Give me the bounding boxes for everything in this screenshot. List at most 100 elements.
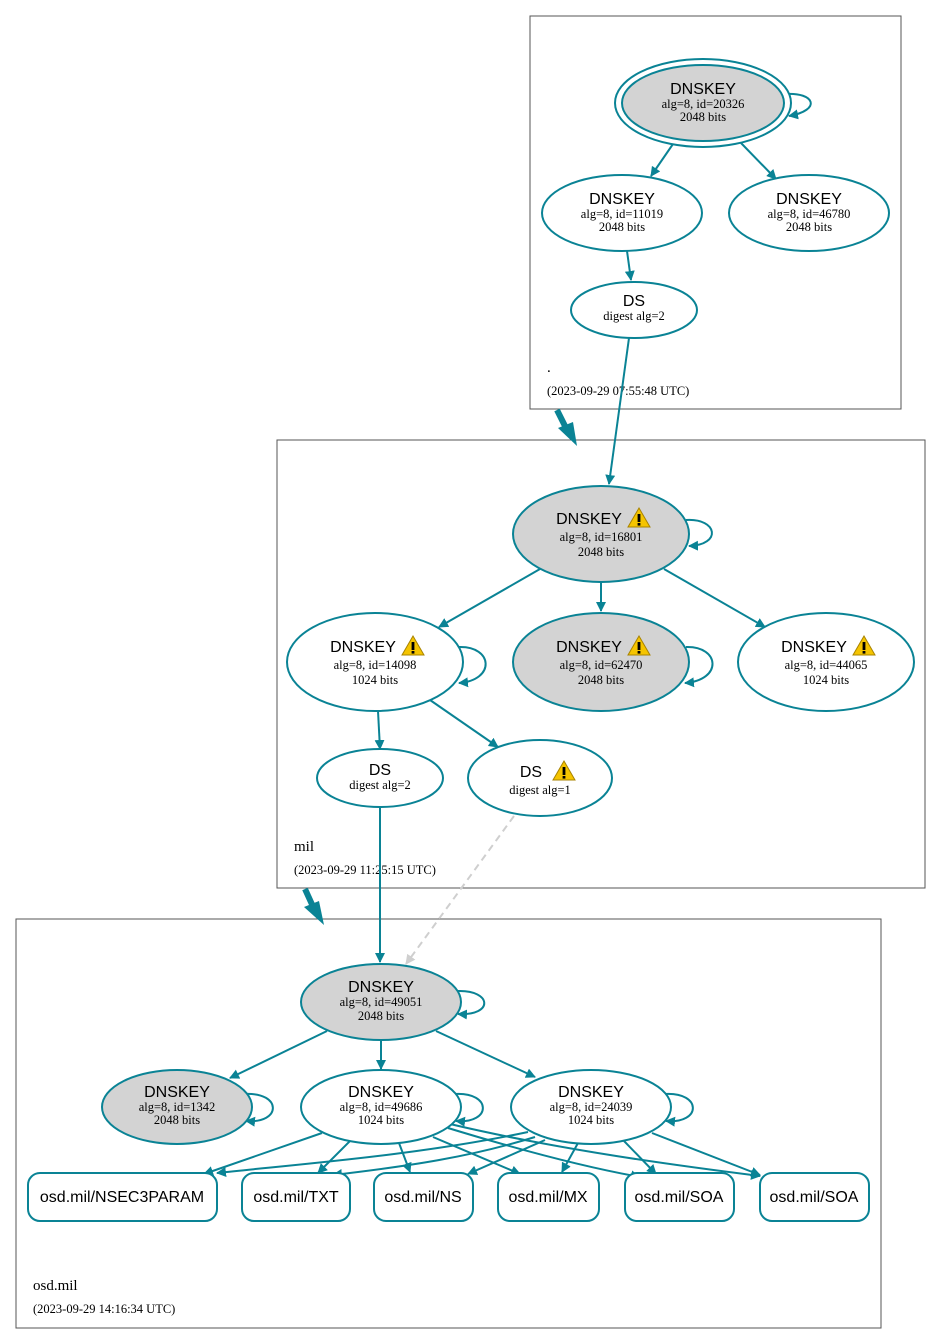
self-edge-mil-zsk1 [458,645,487,688]
node-title: DNSKEY [330,639,396,656]
edge-osd-zsk2-soa1 [623,1140,657,1175]
rrset-osd-mx[interactable]: osd.mil/MX [497,1172,600,1222]
node-key-size: 1024 bits [568,1113,614,1127]
node-root-ds[interactable]: DS digest alg=2 [570,281,698,339]
node-root-ksk-20326[interactable]: DNSKEY alg=8, id=20326 2048 bits [614,58,792,148]
node-digest-info: digest alg=1 [509,783,571,797]
self-edge-mil-ksk [685,518,713,551]
self-edge-osd-ksk [457,989,486,1020]
node-mil-zsk-44065[interactable]: DNSKEY alg=8, id=44065 1024 bits [737,612,915,712]
node-root-zsk-11019[interactable]: DNSKEY alg=8, id=11019 2048 bits [541,174,703,252]
zone-mil-name: mil [294,839,314,855]
rrset-label: osd.mil/TXT [253,1189,339,1206]
node-title: DNSKEY [556,511,622,528]
self-edge-mil-ksk2 [684,645,714,688]
rrset-label: osd.mil/SOA [635,1189,724,1206]
node-title: DNSKEY [348,979,414,996]
node-title: DNSKEY [348,1084,414,1101]
zone-mil-timestamp: (2023-09-29 11:25:15 UTC) [294,863,436,877]
node-title: DNSKEY [558,1084,624,1101]
node-key-size: 1024 bits [352,673,398,687]
node-key-size: 2048 bits [358,1009,404,1023]
node-mil-zsk-14098[interactable]: DNSKEY alg=8, id=14098 1024 bits [286,612,464,712]
zone-osd-timestamp: (2023-09-29 14:16:34 UTC) [33,1302,175,1316]
node-mil-ds-alg1[interactable]: DS digest alg=1 [467,739,613,817]
edge-osd-zsk1-mx [432,1136,521,1176]
edge-osd-zsk2-soa2 [651,1132,761,1177]
edge-root-ksk-zsk1 [650,143,674,177]
edge-mil-zsk1-ds1 [429,699,499,748]
node-key-size: 1024 bits [358,1113,404,1127]
node-osd-ksk-1342[interactable]: DNSKEY alg=8, id=1342 2048 bits [101,1069,253,1145]
self-edge-osd-zsk2 [664,1092,694,1127]
edge-root-ksk-zsk2 [740,142,777,180]
node-digest-info: digest alg=2 [349,778,411,792]
node-osd-zsk-49686[interactable]: DNSKEY alg=8, id=49686 1024 bits [300,1069,462,1145]
node-title: DNSKEY [776,191,842,208]
node-title: DNSKEY [144,1084,210,1101]
rrset-osd-soa-1[interactable]: osd.mil/SOA [624,1172,735,1222]
node-title: DNSKEY [556,639,622,656]
delegation-arrow-mil-osd [302,887,324,925]
edge-osd-zsk2-mx [561,1142,579,1173]
node-title: DNSKEY [781,639,847,656]
node-digest-info: digest alg=2 [603,309,665,323]
zone-root-name: . [547,360,551,376]
node-osd-zsk-24039[interactable]: DNSKEY alg=8, id=24039 1024 bits [510,1069,672,1145]
zone-osd-name: osd.mil [33,1278,78,1294]
rrset-label: osd.mil/SOA [770,1189,859,1206]
node-root-zsk-46780[interactable]: DNSKEY alg=8, id=46780 2048 bits [728,174,890,252]
node-mil-ksk-16801[interactable]: DNSKEY alg=8, id=16801 2048 bits [512,485,690,583]
node-key-size: 1024 bits [803,673,849,687]
rrset-osd-txt[interactable]: osd.mil/TXT [241,1172,351,1222]
node-key-size: 2048 bits [578,545,624,559]
edge-root-zsk1-ds [624,250,635,281]
node-mil-ksk-62470[interactable]: DNSKEY alg=8, id=62470 2048 bits [512,612,690,712]
edge-osd-zsk2-txt [332,1136,536,1179]
self-edge-osd-ksk2 [244,1092,274,1127]
edge-osd-ksk-ksk2 [229,1030,328,1079]
node-key-info: alg=8, id=20326 [662,97,745,111]
edge-osd-zsk1-soa1 [447,1127,641,1181]
node-osd-ksk-49051[interactable]: DNSKEY alg=8, id=49051 2048 bits [300,963,462,1041]
node-title: DNSKEY [589,191,655,208]
node-key-info: alg=8, id=62470 [560,658,643,672]
edge-mil-zsk1-ds2 [374,710,385,750]
delegation-arrow-root-mil [554,408,577,446]
node-key-size: 2048 bits [680,110,726,124]
node-key-info: alg=8, id=46780 [768,207,851,221]
self-edge-osd-zsk1 [454,1092,484,1127]
node-key-size: 2048 bits [599,220,645,234]
edge-osd-zsk2-nsec3param [216,1131,529,1178]
node-key-size: 2048 bits [786,220,832,234]
node-key-info: alg=8, id=24039 [550,1100,633,1114]
node-key-info: alg=8, id=11019 [581,207,663,221]
rrset-osd-ns[interactable]: osd.mil/NS [373,1172,474,1222]
node-title: DS [520,764,542,781]
zone-root-timestamp: (2023-09-29 07:55:48 UTC) [547,384,689,398]
edge-osd-zsk1-ns [398,1142,412,1173]
edge-mil-ksk-zsk1 [438,568,541,628]
edge-osd-ksk-zsk2 [435,1030,536,1078]
node-key-info: alg=8, id=49686 [340,1100,423,1114]
node-title: DS [623,293,645,310]
node-mil-ds-alg2[interactable]: DS digest alg=2 [316,748,444,808]
rrset-label: osd.mil/NS [384,1189,461,1206]
rrset-osd-soa-2[interactable]: osd.mil/SOA [759,1172,870,1222]
node-key-info: alg=8, id=44065 [785,658,868,672]
node-title: DS [369,762,391,779]
node-key-info: alg=8, id=14098 [334,658,417,672]
self-edge-root-ksk [784,92,812,120]
rrset-label: osd.mil/NSEC3PARAM [40,1189,204,1206]
node-key-info: alg=8, id=49051 [340,995,423,1009]
node-key-size: 2048 bits [154,1113,200,1127]
node-title: DNSKEY [670,81,736,98]
node-key-size: 2048 bits [578,673,624,687]
edge-mil-ds1-osd-ksk-insecure [405,815,515,965]
rrset-osd-nsec3param[interactable]: osd.mil/NSEC3PARAM [27,1172,218,1222]
edge-osd-zsk1-txt [317,1140,351,1174]
node-key-info: alg=8, id=1342 [139,1100,216,1114]
node-key-info: alg=8, id=16801 [560,530,643,544]
edge-osd-zsk1-soa2 [449,1123,761,1180]
